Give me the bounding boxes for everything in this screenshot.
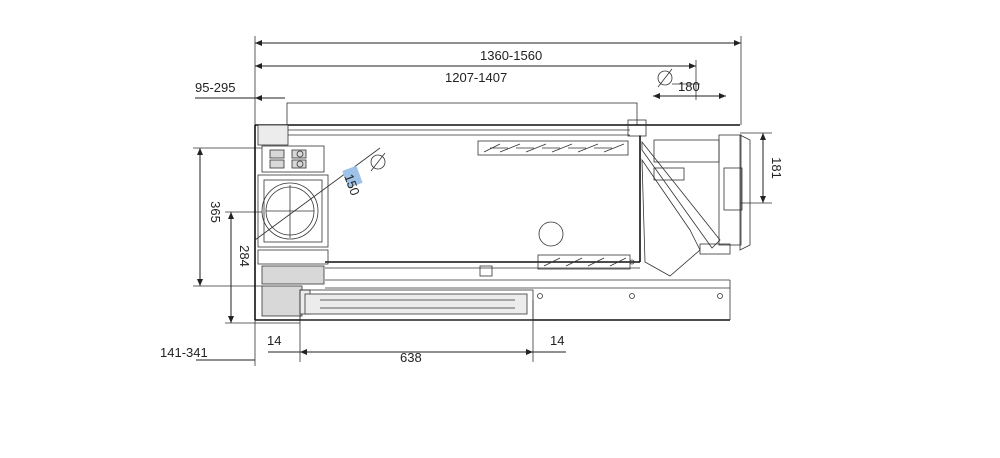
unit-body: 150: [254, 102, 751, 321]
dim-bottom-widths: 14 638 14: [267, 300, 566, 365]
dim-left-inner-height: 284: [225, 211, 300, 324]
dim-left-offset: 95-295: [195, 80, 285, 101]
dim-left-height: 365: [193, 147, 262, 287]
dim-bottom-offset: 141-341: [160, 320, 256, 366]
dim-left-offset-label: 95-295: [195, 80, 235, 95]
dim-inner-length-label: 1207-1407: [445, 70, 507, 85]
right-mechanism: [537, 119, 751, 299]
dim-left-height-label: 365: [208, 201, 223, 223]
dim-pipe-diameter-right: 180: [653, 68, 726, 99]
lower-vent-slats: [479, 254, 631, 277]
upper-vent-slats: [477, 140, 629, 156]
dim-pipe-diameter-right-label: 180: [678, 79, 700, 94]
dim-pipe-diameter-left-label: 150: [341, 172, 363, 198]
dim-left-inner-height-label: 284: [237, 245, 252, 267]
dim-right-height: 181: [740, 132, 784, 204]
dim-overall-length: 1360-1560: [254, 36, 742, 125]
dim-bottom-offset-label: 141-341: [160, 345, 208, 360]
dim-center-width-label: 638: [400, 350, 422, 365]
dim-right-gap-label: 14: [550, 333, 564, 348]
dim-right-height-label: 181: [769, 157, 784, 179]
dim-overall-length-label: 1360-1560: [480, 48, 542, 63]
dim-left-gap-label: 14: [267, 333, 281, 348]
dim-inner-length: 1207-1407: [255, 60, 697, 100]
